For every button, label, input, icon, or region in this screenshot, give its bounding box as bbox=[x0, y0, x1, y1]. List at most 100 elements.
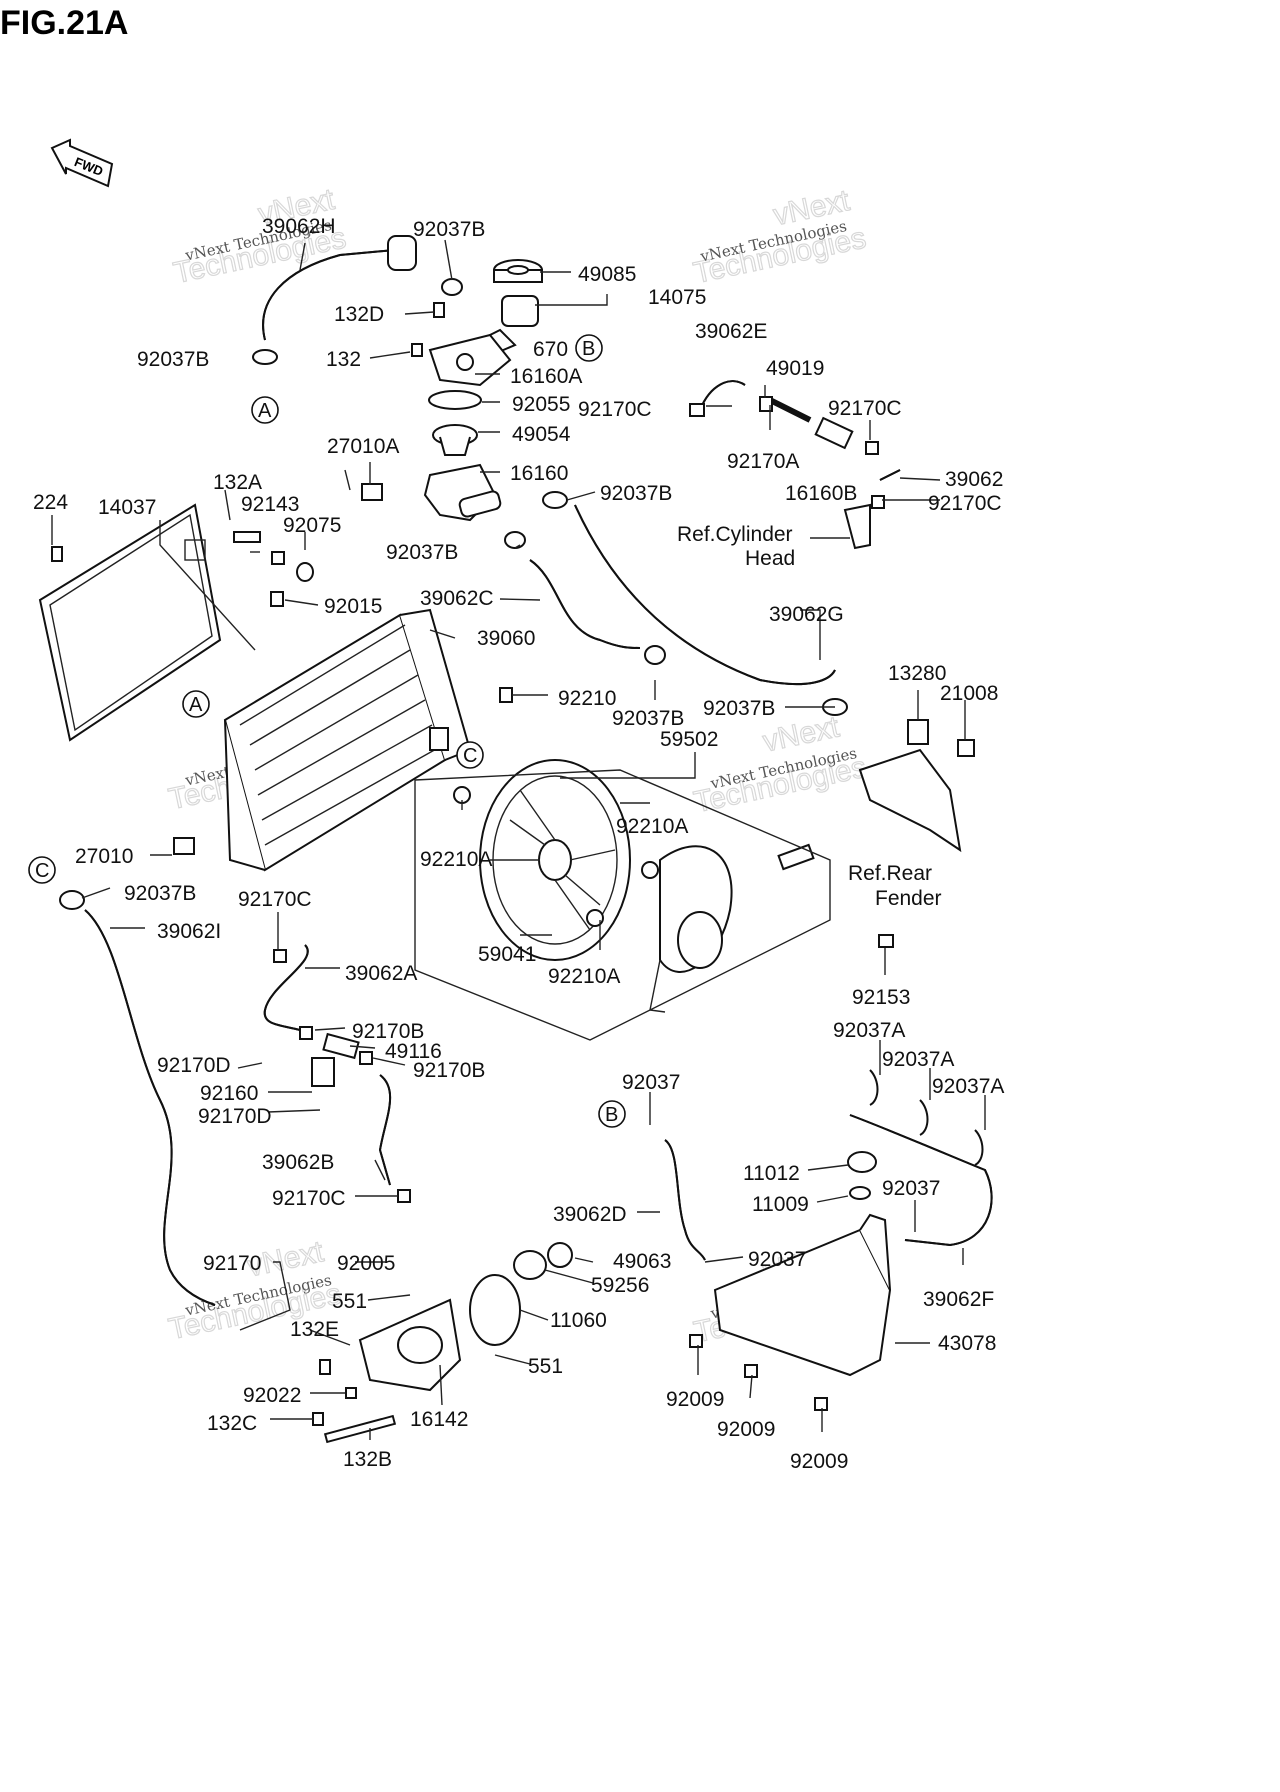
fan-switch-27010 bbox=[173, 837, 195, 855]
label-92037: 92037 bbox=[748, 1248, 806, 1271]
label-92037B: 92037B bbox=[386, 541, 458, 564]
svg-text:A: A bbox=[189, 694, 203, 716]
label-92143: 92143 bbox=[241, 493, 299, 516]
hose-39062G bbox=[574, 504, 836, 686]
label-92009: 92009 bbox=[790, 1450, 848, 1473]
radiator-39060 bbox=[223, 608, 472, 872]
label-92075: 92075 bbox=[283, 514, 341, 537]
elbow-39062 bbox=[843, 469, 901, 550]
label-92153: 92153 bbox=[852, 986, 910, 1009]
fan-motor-59502 bbox=[649, 843, 815, 1013]
label-551: 551 bbox=[528, 1355, 563, 1378]
label-132E: 132E bbox=[290, 1318, 339, 1341]
marker-b-lower: B bbox=[598, 1100, 626, 1128]
bolt-92153 bbox=[878, 934, 894, 948]
bracket-21008 bbox=[957, 739, 975, 757]
label-551: 551 bbox=[332, 1290, 367, 1313]
label-132D: 132D bbox=[334, 303, 384, 326]
label-92210A: 92210A bbox=[420, 848, 492, 871]
tank-cap-11012 bbox=[847, 1151, 877, 1173]
relay-13280 bbox=[907, 719, 929, 745]
label-49116: 49116 bbox=[385, 1040, 442, 1063]
label-16160: 16160 bbox=[510, 462, 568, 485]
label-39060: 39060 bbox=[477, 627, 535, 650]
label-27010: 27010 bbox=[75, 845, 133, 868]
label-92210A: 92210A bbox=[548, 965, 620, 988]
label-39062D: 39062D bbox=[553, 1203, 627, 1226]
label-49054: 49054 bbox=[512, 423, 571, 446]
label-21008: 21008 bbox=[940, 682, 998, 705]
label-92037A: 92037A bbox=[833, 1019, 905, 1042]
clip-92160 bbox=[311, 1057, 335, 1087]
label-92037B: 92037B bbox=[703, 697, 775, 720]
label-670: 670 bbox=[533, 338, 568, 361]
svg-text:B: B bbox=[582, 338, 595, 360]
label-13280: 13280 bbox=[888, 662, 946, 685]
label-92170: 92170 bbox=[203, 1252, 261, 1275]
label-39062F: 39062F bbox=[923, 1288, 994, 1311]
label-39062G: 39062G bbox=[769, 603, 844, 626]
label-43078: 43078 bbox=[938, 1332, 996, 1355]
ref-cylinder-head-line2: Head bbox=[745, 547, 795, 570]
oring-92055 bbox=[428, 390, 482, 410]
hose-39062F bbox=[849, 1114, 993, 1247]
label-14075: 14075 bbox=[648, 286, 706, 309]
label-59256: 59256 bbox=[591, 1274, 649, 1297]
label-92170C: 92170C bbox=[828, 397, 902, 420]
label-39062: 39062 bbox=[945, 468, 1003, 491]
label-92170A: 92170A bbox=[727, 450, 799, 473]
valve-49116 bbox=[322, 1032, 360, 1060]
label-92170B: 92170B bbox=[413, 1059, 485, 1082]
label-16160A: 16160A bbox=[510, 365, 582, 388]
hose-39062C bbox=[529, 559, 641, 649]
label-39062E: 39062E bbox=[695, 320, 767, 343]
ref-rear-fender-line2: Fender bbox=[875, 887, 942, 910]
label-92037B: 92037B bbox=[137, 348, 209, 371]
marker-c-radiator: C bbox=[456, 741, 484, 769]
watermark-top-right: Technologies vNext Technologies vNext bbox=[690, 183, 869, 290]
label-132A: 132A bbox=[213, 471, 262, 494]
label-27010A: 27010A bbox=[327, 435, 399, 458]
label-16160B: 16160B bbox=[785, 482, 857, 505]
label-132: 132 bbox=[326, 348, 361, 371]
label-92037B: 92037B bbox=[124, 882, 196, 905]
hose-39062D bbox=[664, 1139, 706, 1261]
label-92170C: 92170C bbox=[928, 492, 1002, 515]
label-39062B: 39062B bbox=[262, 1151, 334, 1174]
label-39062C: 39062C bbox=[420, 587, 494, 610]
svg-text:C: C bbox=[35, 860, 49, 882]
reserve-tank-43078 bbox=[713, 1213, 892, 1377]
thermostat-housing-16160 bbox=[423, 463, 502, 522]
pump-cover-11060 bbox=[469, 1274, 521, 1346]
marker-c-lower: C bbox=[28, 856, 56, 884]
upper-hose-39062H bbox=[262, 235, 417, 341]
label-92210A: 92210A bbox=[616, 815, 688, 838]
tank-cap-seal-11009 bbox=[849, 1186, 871, 1200]
thermostat-cover-16160A bbox=[428, 333, 512, 387]
svg-text:B: B bbox=[605, 1104, 618, 1126]
label-92037: 92037 bbox=[882, 1177, 940, 1200]
label-49085: 49085 bbox=[578, 263, 636, 286]
label-92210: 92210 bbox=[558, 687, 616, 710]
label-14037: 14037 bbox=[98, 496, 156, 519]
radiator-cap-49085 bbox=[493, 259, 543, 283]
label-92015: 92015 bbox=[324, 595, 382, 618]
label-49019: 49019 bbox=[766, 357, 824, 380]
fan-blade-59041 bbox=[479, 759, 631, 961]
label-11009: 11009 bbox=[752, 1193, 809, 1216]
label-92055: 92055 bbox=[512, 393, 570, 416]
pin-49019 bbox=[759, 396, 812, 423]
label-92037B: 92037B bbox=[600, 482, 672, 505]
fan-assembly-box bbox=[414, 769, 831, 1041]
label-39062I: 39062I bbox=[157, 920, 221, 943]
label-92170C: 92170C bbox=[578, 398, 652, 421]
label-92170D: 92170D bbox=[157, 1054, 231, 1077]
label-92037A: 92037A bbox=[932, 1075, 1004, 1098]
label-224: 224 bbox=[33, 491, 68, 514]
leader-lines bbox=[51, 239, 986, 1440]
watermark-mid-right: Technologies vNext Technologies vNext bbox=[691, 710, 870, 820]
hose-39062B bbox=[378, 1074, 392, 1186]
water-pump-body-16142 bbox=[358, 1298, 462, 1392]
label-39062H: 39062H bbox=[262, 215, 336, 238]
label-59502: 59502 bbox=[660, 728, 718, 751]
